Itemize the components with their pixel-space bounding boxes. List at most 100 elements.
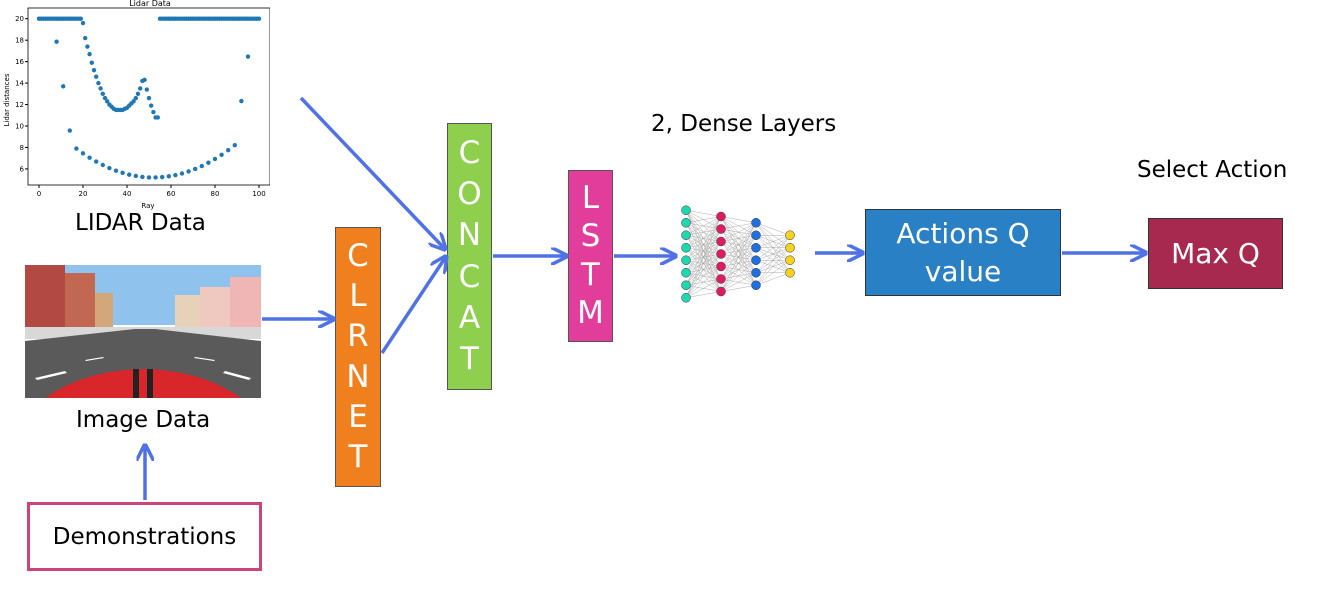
scatter-point <box>80 151 86 156</box>
scatter-point <box>74 146 79 151</box>
scatter-point <box>160 174 165 180</box>
hidden-neuron-1 <box>716 249 726 259</box>
clrnet-letter: R <box>347 318 369 355</box>
chart-title: Lidar Data <box>129 0 171 8</box>
arrow-lidar-to-concat <box>299 96 444 248</box>
building-right-3 <box>230 277 261 333</box>
hidden-neuron-2 <box>751 255 761 265</box>
y-tick-label: 16 <box>15 58 24 66</box>
select-action-label: Select Action <box>1137 157 1288 183</box>
lstm-letter: T <box>581 256 600 293</box>
scatter-point <box>146 175 152 180</box>
concat-letter: O <box>457 176 482 213</box>
scatter-point <box>166 174 171 179</box>
nn-connection <box>720 235 757 292</box>
nn-connection <box>720 222 757 255</box>
scatter-point <box>98 86 103 91</box>
nn-connection <box>720 216 757 223</box>
clrnet-letter: E <box>348 398 368 435</box>
scatter-point <box>219 152 224 158</box>
nn-connection <box>755 235 791 286</box>
nn-connection <box>720 272 757 292</box>
nn-connection <box>720 260 757 292</box>
lstm-letter: M <box>577 295 604 332</box>
y-tick-label: 6 <box>20 165 25 173</box>
scatter-point <box>155 115 160 120</box>
hidden-neuron-1 <box>716 211 726 222</box>
clrnet-letter: L <box>349 278 367 315</box>
x-tick-label: 0 <box>37 190 41 198</box>
hidden-neuron-2 <box>751 230 761 240</box>
nn-connection <box>755 235 791 273</box>
output-neuron <box>785 268 795 278</box>
car-stripe <box>133 369 139 398</box>
concat-block: C O N C A T <box>447 123 492 390</box>
scatter-point <box>89 60 95 65</box>
actions-label-line1: Actions Q <box>896 216 1030 250</box>
nn-connection <box>685 216 722 298</box>
scatter-point <box>149 103 154 108</box>
output-neuron <box>785 243 795 253</box>
scatter-point <box>94 74 99 79</box>
hidden-neuron-2 <box>751 268 761 278</box>
scatter-point <box>94 159 99 164</box>
input-neuron <box>681 255 691 265</box>
building-left-1 <box>25 265 65 333</box>
scatter-point <box>54 39 59 44</box>
arrow-clrnet-to-concat <box>380 258 445 354</box>
scatter-point <box>142 77 147 83</box>
nn-connection <box>685 216 722 223</box>
building-left-3 <box>95 293 113 333</box>
building-right-2 <box>200 287 230 333</box>
scatter-point <box>153 175 158 180</box>
scatter-point <box>179 171 185 176</box>
hidden-neuron-1 <box>716 261 726 272</box>
building-right-1 <box>175 295 200 333</box>
scatter-point <box>67 128 73 133</box>
scatter-point <box>87 51 92 57</box>
nn-connection <box>720 222 757 292</box>
demonstrations-label: Demonstrations <box>52 523 237 550</box>
lstm-letter: L <box>581 179 600 216</box>
concat-letter: A <box>458 299 481 336</box>
lstm-block: L S T M <box>568 170 613 342</box>
x-tick-label: 60 <box>167 190 176 198</box>
lstm-letter: S <box>580 218 601 255</box>
nn-connection <box>720 222 757 267</box>
scatter-point <box>83 35 88 41</box>
actions-q-value-box: Actions Q value <box>865 209 1061 296</box>
x-tick-label: 40 <box>123 190 132 198</box>
scatter-point <box>226 148 231 153</box>
nn-connection <box>755 247 791 286</box>
image-caption: Image Data <box>76 407 211 433</box>
nn-connection <box>685 266 722 298</box>
input-neuron <box>681 230 691 240</box>
scatter-point <box>91 68 97 73</box>
nn-connection <box>755 260 791 286</box>
scatter-point <box>80 20 86 26</box>
input-neuron <box>681 205 691 215</box>
scatter-point <box>151 109 156 115</box>
hidden-neuron-1 <box>716 286 726 297</box>
nn-connection <box>685 216 722 273</box>
nn-connection <box>685 216 722 248</box>
hidden-neuron-1 <box>716 224 726 234</box>
scatter-point <box>245 54 251 59</box>
x-tick-label: 80 <box>211 190 220 198</box>
scatter-point <box>232 142 237 148</box>
nn-connection <box>685 216 722 261</box>
concat-letter: N <box>457 217 482 254</box>
lidar-caption: LIDAR Data <box>75 210 206 236</box>
nn-connection <box>755 235 791 261</box>
y-tick-label: 10 <box>15 123 24 131</box>
scatter-point <box>113 168 119 173</box>
hidden-neuron-2 <box>751 243 761 253</box>
nn-connection <box>720 285 757 292</box>
neural-network-picture <box>681 205 795 303</box>
hidden-neuron-2 <box>751 218 761 228</box>
scatter-point <box>85 44 90 49</box>
scatter-point <box>144 87 149 92</box>
x-axis-label: Ray <box>141 202 154 210</box>
